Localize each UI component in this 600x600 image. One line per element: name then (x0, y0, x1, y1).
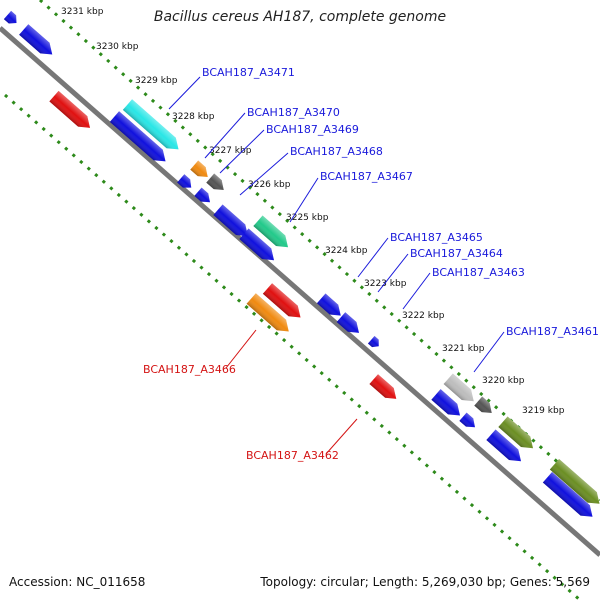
gene-arrow-a3467[interactable] (253, 215, 292, 253)
gene-arrow-a3466b[interactable] (246, 293, 294, 337)
gene-arrow[interactable] (49, 90, 94, 133)
label-leader-line (357, 237, 389, 278)
gene-arrow[interactable] (486, 429, 525, 467)
label-leader-line (289, 177, 319, 223)
gene-arrow-shade (19, 24, 53, 55)
gene-arrow-a3462-shade (369, 374, 397, 399)
tick-label: 3222 kbp (402, 311, 445, 321)
gene-arrow-shade (194, 187, 211, 203)
label-leader-line (239, 152, 289, 196)
tick-label: 3221 kbp (442, 344, 485, 354)
gene-arrow[interactable] (213, 204, 252, 242)
tick-label: 3225 kbp (286, 213, 329, 223)
gene-label-a3471[interactable]: BCAH187_A3471 (202, 66, 295, 79)
gene-arrow[interactable] (19, 24, 57, 60)
gene-arrow-shade (474, 396, 492, 413)
gene-arrow[interactable] (109, 111, 170, 166)
gene-arrow-a3467-shade (253, 215, 289, 248)
gene-label-a3464[interactable]: BCAH187_A3464 (410, 247, 503, 260)
gene-arrow-a3461-shade (443, 373, 474, 402)
gene-label-a3468[interactable]: BCAH187_A3468 (290, 145, 383, 158)
gene-arrow-a3471-shade (122, 99, 179, 150)
gene-arrow-a3470[interactable] (190, 160, 211, 182)
genome-info-text: Topology: circular; Length: 5,269,030 bp… (260, 575, 590, 589)
label-leader-line (377, 253, 409, 293)
gene-arrow-a3464-shade (336, 312, 360, 333)
map-title: Bacillus cereus AH187, complete genome (153, 9, 447, 25)
label-leader-line (402, 272, 431, 310)
gene-arrow[interactable] (474, 396, 495, 418)
label-leader-line (473, 331, 505, 373)
gene-arrow-a3471[interactable] (122, 99, 183, 154)
gene-arrow-a3463[interactable] (367, 335, 382, 350)
gene-arrow-a3466[interactable] (262, 283, 305, 323)
gene-arrow[interactable] (3, 10, 20, 27)
gene-label-a3463[interactable]: BCAH187_A3463 (432, 266, 525, 279)
gene-arrow-shade (49, 90, 91, 128)
gene-arrow[interactable] (177, 174, 195, 192)
gene-arrow-a3463-shade (367, 335, 379, 348)
gene-arrow-shade (431, 389, 461, 416)
gene-arrow[interactable] (542, 471, 597, 522)
gene-arrow[interactable] (194, 187, 213, 207)
ruler-lower (4, 93, 581, 600)
gene-arrow-shade (486, 429, 522, 462)
gene-label-a3461[interactable]: BCAH187_A3461 (506, 325, 599, 338)
gene-arrow-shade (109, 111, 166, 162)
label-leader-line (325, 418, 358, 455)
gene-arrow-a3469[interactable] (206, 173, 227, 195)
gene-arrow-a3469-shade (206, 173, 224, 190)
gene-label-a3469[interactable]: BCAH187_A3469 (266, 123, 359, 136)
gene-arrow[interactable] (459, 412, 478, 432)
gene-label-a3462[interactable]: BCAH187_A3462 (246, 449, 339, 462)
tick-label: 3227 kbp (209, 146, 252, 156)
gene-arrow-shade (542, 471, 593, 517)
gene-label-a3466[interactable]: BCAH187_A3466 (143, 363, 236, 376)
gene-arrow[interactable] (549, 458, 600, 509)
tick-label: 3231 kbp (61, 7, 104, 17)
gene-arrow-shade (549, 458, 600, 504)
tick-label: 3223 kbp (364, 279, 407, 289)
tick-label: 3219 kbp (522, 406, 565, 416)
gene-arrow-shade (213, 204, 249, 237)
gene-arrow[interactable] (431, 389, 464, 421)
gene-arrow-a3464[interactable] (336, 312, 364, 338)
gene-label-a3470[interactable]: BCAH187_A3470 (247, 106, 340, 119)
gene-arrow[interactable] (239, 228, 278, 266)
tick-label: 3228 kbp (172, 112, 215, 122)
gene-arrow-a3462[interactable] (369, 374, 400, 404)
gene-arrow-a3470-shade (190, 160, 208, 177)
tick-label: 3226 kbp (248, 180, 291, 190)
accession-text: Accession: NC_011658 (9, 575, 146, 589)
gene-arrow-a3466b-shade (246, 293, 289, 332)
gene-arrow-a3466-shade (262, 283, 301, 318)
tick-label: 3224 kbp (325, 246, 368, 256)
dna-backbone (0, 26, 600, 557)
gene-arrow-a3461[interactable] (443, 373, 479, 407)
gene-arrow-shade (3, 10, 17, 24)
tick-label: 3230 kbp (96, 42, 139, 52)
gene-label-a3465[interactable]: BCAH187_A3465 (390, 231, 483, 244)
gene-arrow-a3465[interactable] (316, 293, 345, 321)
gene-arrow-shade (239, 228, 275, 261)
label-leader-line (225, 329, 257, 369)
gene-arrow[interactable] (498, 416, 537, 454)
label-leader-line (219, 129, 265, 174)
tick-label: 3220 kbp (482, 376, 525, 386)
gene-arrow-shade (459, 412, 476, 428)
gene-arrow-a3465-shade (316, 293, 341, 316)
gene-arrow-shade (498, 416, 534, 449)
tick-label: 3229 kbp (135, 76, 178, 86)
label-leader-line (168, 76, 201, 110)
gene-label-a3467[interactable]: BCAH187_A3467 (320, 170, 413, 183)
label-leader-line (204, 112, 246, 159)
gene-arrow-shade (177, 174, 192, 188)
